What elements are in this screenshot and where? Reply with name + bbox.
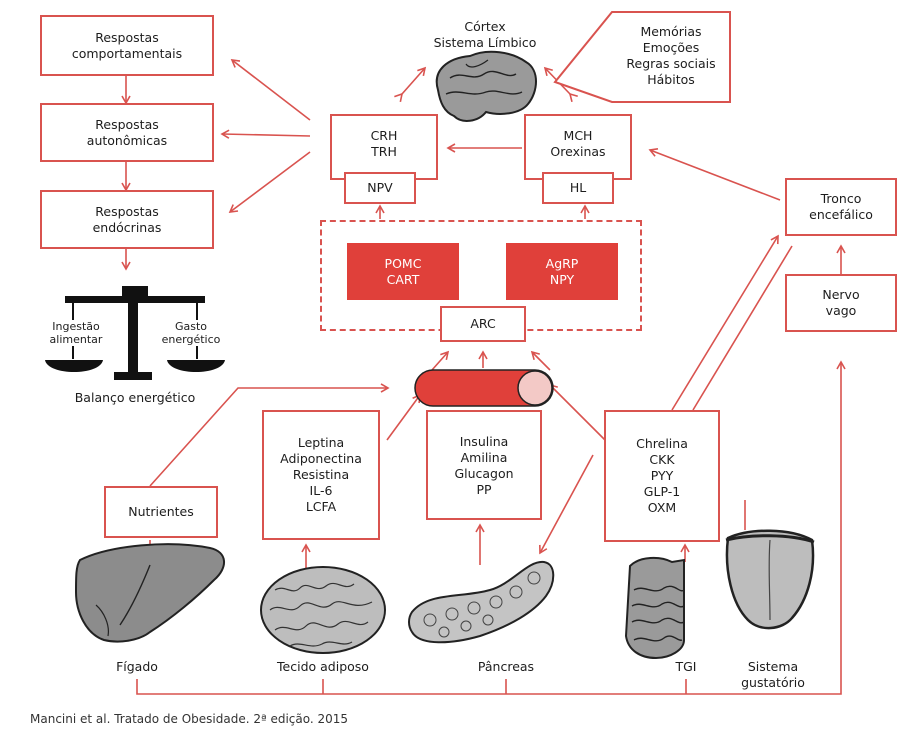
arc-box: ARC xyxy=(440,306,526,342)
npv-label: NPV xyxy=(367,180,393,195)
gustatorio-line1: Sistema xyxy=(747,659,799,674)
respostas-comportamentais-line2: comportamentais xyxy=(71,45,183,61)
pancreas-label: Pâncreas xyxy=(466,659,546,675)
orexinas-label: Orexinas xyxy=(550,144,606,159)
lcfa-label: LCFA xyxy=(305,499,337,514)
line-bottom-feedback xyxy=(136,360,846,695)
arrow-nutrientes-blood xyxy=(149,383,390,487)
memorias-label: Memórias xyxy=(640,24,702,39)
line-tgi-tronco-2 xyxy=(692,245,793,411)
nutrientes-label: Nutrientes xyxy=(128,504,194,519)
regras-sociais-label: Regras sociais xyxy=(626,56,716,71)
gasto-line1: Gasto xyxy=(174,320,208,333)
agrp-label: AgRP xyxy=(545,255,579,271)
glp1-label: GLP-1 xyxy=(643,484,681,499)
glucagon-label: Glucagon xyxy=(454,466,514,481)
arrow-tronco-mch xyxy=(648,147,781,201)
tongue-icon xyxy=(725,529,815,630)
arrow-cortex-crh xyxy=(394,66,427,103)
gasto-line2: energético xyxy=(161,333,221,346)
insulina-label: Insulina xyxy=(459,434,509,449)
arrow-blood-pancreas xyxy=(539,454,594,555)
source-caption: Mancini et al. Tratado de Obesidade. 2ª … xyxy=(30,712,349,726)
tronco-line1: Tronco xyxy=(820,191,862,206)
leptina-label: Leptina xyxy=(297,435,345,450)
arrow-crh-comport xyxy=(230,59,311,121)
tgi-label: TGI xyxy=(664,659,708,675)
pp-label: PP xyxy=(476,482,492,497)
gi-tract-icon xyxy=(624,556,685,660)
figado-label: Fígado xyxy=(100,659,174,675)
respostas-autonomicas-line1: Respostas xyxy=(95,116,159,132)
cart-label: CART xyxy=(386,271,420,287)
gustatorio-line2: gustatório xyxy=(741,675,805,690)
crh-label: CRH xyxy=(370,128,398,143)
nervo-line1: Nervo xyxy=(822,287,860,302)
npv-box: NPV xyxy=(344,172,416,204)
arrow-crh-auton xyxy=(220,129,311,139)
trh-label: TRH xyxy=(371,144,397,159)
nutrientes-box: Nutrientes xyxy=(104,486,218,538)
blood-vessel-icon xyxy=(414,369,554,407)
il6-label: IL-6 xyxy=(309,483,333,498)
chrelina-label: Chrelina xyxy=(636,436,688,451)
arrow-tgi-tronco xyxy=(671,234,779,411)
ingestao-line2: alimentar xyxy=(49,333,103,346)
tronco-line2: encefálico xyxy=(809,207,873,222)
adiponectina-label: Adiponectina xyxy=(280,451,362,466)
arrow-intest-blood xyxy=(548,383,606,441)
cortex-line1: Córtex xyxy=(464,19,506,34)
tecido-adiposo-label: Tecido adiposo xyxy=(266,659,380,675)
ingestao-line1: Ingestão xyxy=(52,320,100,333)
ckk-label: CKK xyxy=(649,452,675,467)
emocoes-label: Emoções xyxy=(642,40,700,55)
hl-box: HL xyxy=(542,172,614,204)
respostas-autonomicas-line2: autonômicas xyxy=(86,132,168,148)
arrow-adipo-blood xyxy=(386,393,421,441)
respostas-endocrinas-line2: endócrinas xyxy=(92,219,162,235)
npy-label: NPY xyxy=(549,271,575,287)
balanco-energetico-label: Balanço energético xyxy=(74,390,196,405)
memorias-box-shape xyxy=(553,11,731,103)
respostas-comportamentais-line1: Respostas xyxy=(95,29,159,45)
habitos-label: Hábitos xyxy=(647,72,695,87)
liver-icon xyxy=(74,543,225,643)
pyy-label: PYY xyxy=(650,468,674,483)
adipose-tissue-icon xyxy=(260,566,386,654)
brain-icon xyxy=(435,50,537,122)
pomc-label: POMC xyxy=(384,255,422,271)
arrow-blood-arc-right xyxy=(530,350,551,371)
arc-label: ARC xyxy=(470,316,496,331)
arrow-blood-arc-left xyxy=(431,350,450,371)
oxm-label: OXM xyxy=(647,500,677,515)
resistina-label: Resistina xyxy=(292,467,350,482)
arrow-crh-endo xyxy=(228,151,311,213)
amilina-label: Amilina xyxy=(460,450,508,465)
respostas-endocrinas-line1: Respostas xyxy=(95,203,159,219)
hl-label: HL xyxy=(569,180,587,195)
cortex-line2: Sistema Límbico xyxy=(433,35,537,50)
mch-label: MCH xyxy=(563,128,593,143)
nervo-line2: vago xyxy=(825,303,857,318)
pancreas-icon xyxy=(408,560,555,644)
